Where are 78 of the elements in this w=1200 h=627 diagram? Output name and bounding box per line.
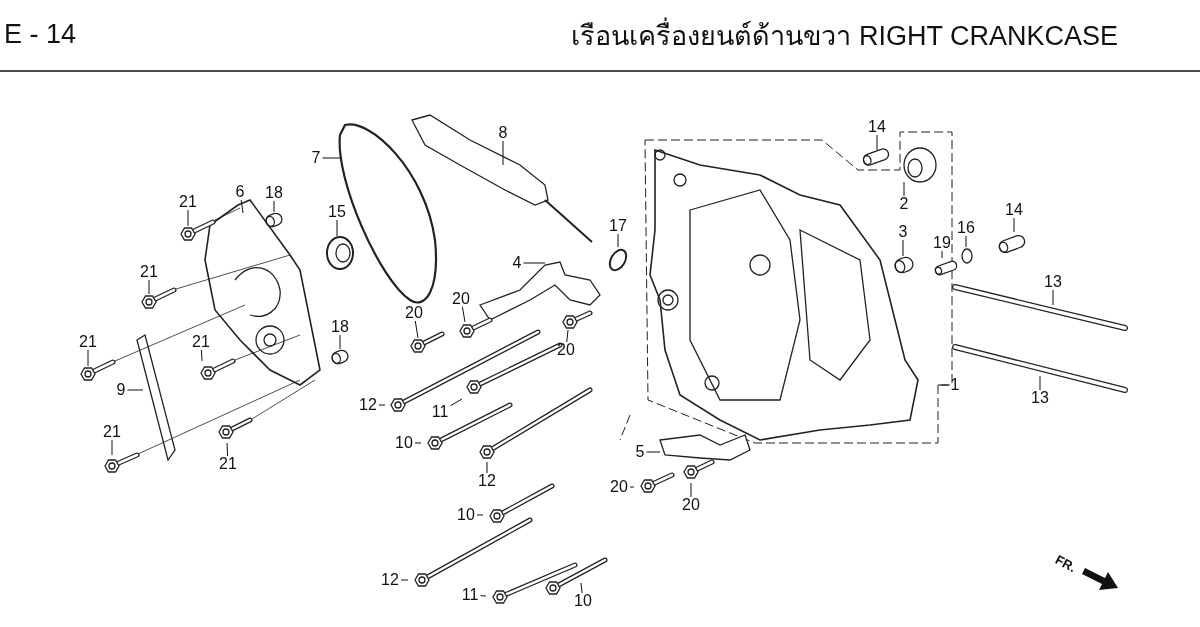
callout-number: 11	[460, 586, 480, 604]
leader-line	[450, 398, 463, 407]
callout-number: 20	[609, 478, 629, 496]
callout-number: 18	[330, 318, 350, 336]
callout-number: 20	[451, 290, 471, 308]
leader-line	[414, 320, 419, 339]
callout-number: 20	[556, 341, 576, 359]
callout-number: 12	[380, 571, 400, 589]
callout-number: 10	[394, 434, 414, 452]
leader-line	[476, 514, 484, 516]
leader-line	[378, 404, 386, 406]
leader-line	[1039, 375, 1041, 391]
callout-number: 2	[898, 195, 910, 213]
callout-number: 4	[511, 254, 523, 272]
leader-line	[502, 140, 504, 166]
leader-line	[322, 157, 341, 159]
leader-line	[580, 582, 583, 594]
leader-line	[617, 233, 619, 248]
leader-line	[1013, 217, 1015, 233]
callout-number: 1	[949, 376, 961, 394]
callout-number: 3	[897, 223, 909, 241]
leader-line	[523, 262, 546, 264]
leader-line	[902, 239, 904, 257]
leader-line	[690, 482, 692, 498]
callout-number: 10	[573, 592, 593, 610]
callout-number: 9	[115, 381, 127, 399]
leader-line	[903, 181, 905, 197]
leader-line	[111, 439, 113, 456]
leader-line	[937, 384, 949, 386]
leader-line	[336, 219, 338, 237]
leader-line	[273, 200, 275, 213]
callout-number: 8	[497, 124, 509, 142]
direction-label: FR.	[1051, 551, 1080, 578]
callout-number: 13	[1043, 273, 1063, 291]
callout-number: 20	[404, 304, 424, 322]
callout-number: 12	[477, 472, 497, 490]
callout-number: 11	[430, 403, 450, 421]
leader-line	[646, 451, 661, 453]
leader-line	[480, 595, 487, 597]
leader-line	[187, 209, 189, 227]
page-code: E - 14	[4, 18, 77, 50]
leader-line	[226, 442, 229, 457]
leader-line	[339, 334, 341, 350]
callout-number: 19	[932, 234, 952, 252]
leader-line	[461, 306, 466, 323]
callout-number: 5	[634, 443, 646, 461]
leader-line	[965, 235, 967, 248]
leader-line	[240, 199, 244, 214]
leader-line	[486, 461, 488, 474]
callout-number: 20	[681, 496, 701, 514]
leader-line	[400, 579, 409, 581]
callout-number: 6	[234, 183, 246, 201]
callout-number: 14	[1004, 201, 1024, 219]
callout-number: 21	[102, 423, 122, 441]
callout-number: 10	[456, 506, 476, 524]
leader-line	[876, 134, 878, 151]
leader-line	[414, 442, 422, 444]
callout-number: 13	[1030, 389, 1050, 407]
callout-number: 21	[139, 263, 159, 281]
leader-line	[941, 250, 943, 259]
callout-number: 15	[327, 203, 347, 221]
callout-number: 7	[310, 149, 322, 167]
leader-line	[1052, 289, 1054, 306]
leader-line	[629, 486, 635, 488]
callout-number: 21	[191, 333, 211, 351]
leader-line	[566, 329, 569, 343]
callout-number: 14	[867, 118, 887, 136]
callout-number: 18	[264, 184, 284, 202]
callout-number: 16	[956, 219, 976, 237]
callout-number: 17	[608, 217, 628, 235]
leader-line	[200, 349, 203, 362]
leader-line	[148, 279, 150, 295]
leader-line	[87, 349, 89, 367]
callout-number: 21	[78, 333, 98, 351]
callout-number: 12	[358, 396, 378, 414]
callout-number: 21	[218, 455, 238, 473]
leader-line	[127, 389, 144, 391]
callout-number: 21	[178, 193, 198, 211]
